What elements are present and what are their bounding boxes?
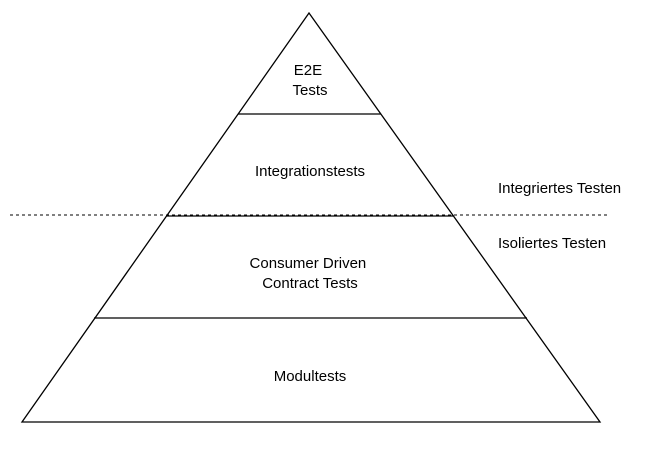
level-e2e-label: E2E Tests	[292, 62, 327, 99]
level-e2e-line-1: E2E	[294, 62, 322, 79]
level-integration-label: Integrationstests	[255, 163, 365, 180]
pyramid-outline	[20, 11, 602, 423]
level-e2e-line-2: Tests	[292, 82, 327, 99]
level-integration-line-1: Integrationstests	[255, 163, 365, 180]
zone-isolated-label: Isoliertes Testen	[498, 235, 606, 252]
level-module-line-1: Modultests	[274, 368, 347, 385]
zone-integrated-label: Integriertes Testen	[498, 180, 621, 197]
level-contract-label: Consumer Driven Contract Tests	[250, 255, 371, 292]
level-contract-line-1: Consumer Driven	[250, 255, 367, 272]
level-module-label: Modultests	[274, 368, 347, 385]
level-contract-line-2: Contract Tests	[262, 275, 358, 292]
